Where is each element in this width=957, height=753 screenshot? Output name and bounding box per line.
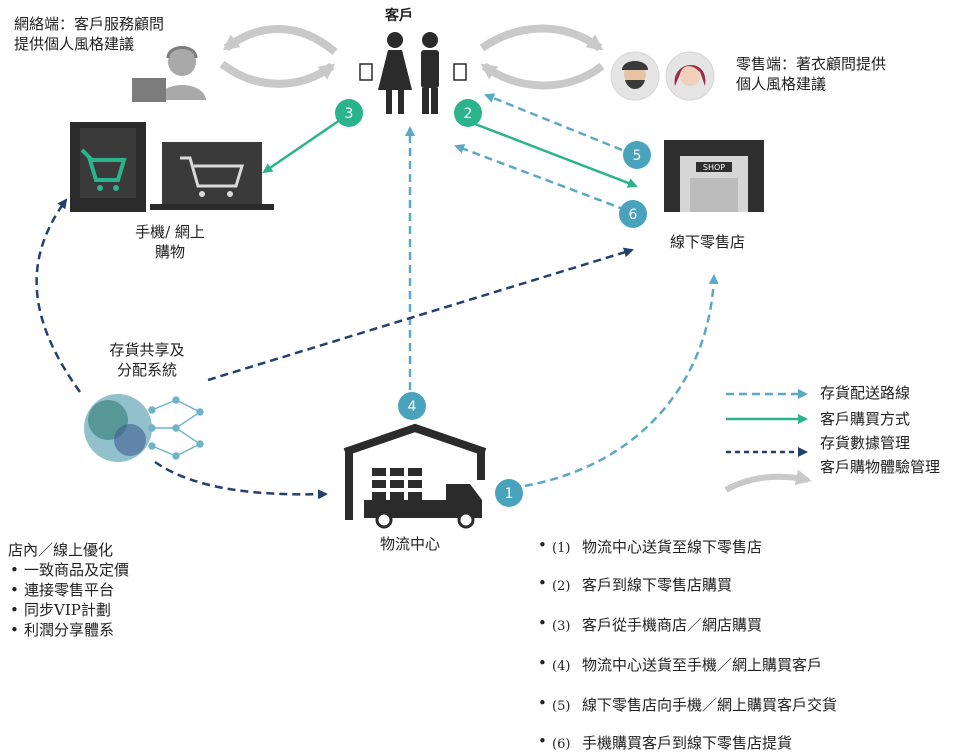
mobile-online-line1: 手機/ 網上: [135, 223, 205, 241]
shop-storefront-icon: [664, 140, 764, 212]
customer-people-icon: [359, 32, 467, 114]
shop-sign: SHOP: [703, 163, 725, 172]
badge-6-label: 6: [629, 207, 638, 223]
step-item: (1) 物流中心送貨至線下零售店: [536, 536, 762, 557]
inventory-system-line1: 存貨共享及: [109, 341, 185, 359]
online-advisor-label: 網絡端：客戶服務顧問 提供個人風格建議: [14, 14, 164, 54]
logistics-label: 物流中心: [380, 535, 441, 553]
retail-advisor-icon: [610, 51, 715, 101]
arrow-logistics-to-store: [511, 274, 719, 490]
optimization-item: 利潤分享體系: [8, 620, 129, 640]
customer-title: 客戶: [385, 8, 413, 24]
badge-6: 6: [619, 200, 647, 228]
badge-5-label: 5: [633, 148, 642, 164]
step-item: (5) 線下零售店向手機／網上購買客戶交貨: [536, 694, 837, 715]
offline-store-label: 線下零售店: [670, 233, 746, 251]
mobile-phone-icon: [70, 122, 146, 212]
optimization-block: 店內／線上優化 一致商品及定價 連接零售平台 同步VIP計劃 利潤分享體系: [8, 540, 129, 640]
arrow-store-to-customer-6: [454, 144, 627, 212]
step-text: 手機購買客戶到線下零售店提貨: [582, 734, 793, 752]
legend-item-data: 存貨數據管理: [820, 434, 911, 452]
badge-1-label: 1: [505, 486, 514, 502]
step-item: (3) 客戶從手機商店／網店購買: [536, 614, 762, 635]
arrow-system-to-store: [207, 247, 634, 382]
arrow-customer-to-store: [474, 122, 638, 188]
online-advisor-line1: 網絡端：客戶服務顧問: [14, 15, 165, 33]
step-number: (6): [552, 737, 571, 752]
legend-item-purchase: 客戶購買方式: [820, 410, 911, 428]
legend-item-delivery: 存貨配送路線: [820, 384, 911, 402]
mobile-online-label: 手機/ 網上 購物: [115, 222, 225, 262]
optimization-title: 店內／線上優化: [8, 541, 114, 559]
experience-curves-right: [479, 24, 605, 90]
step-text: 物流中心送貨至手機／網上購買客戶: [582, 656, 823, 674]
step-number: (3): [552, 619, 571, 634]
mobile-online-line2: 購物: [154, 243, 185, 261]
optimization-item: 連接零售平台: [8, 580, 129, 600]
step-number: (1): [552, 541, 571, 556]
optimization-item: 同步VIP計劃: [8, 600, 129, 620]
step-number: (5): [552, 699, 571, 714]
step-text: 線下零售店向手機／網上購買客戶交貨: [582, 696, 838, 714]
online-advisor-line2: 提供個人風格建議: [14, 35, 135, 53]
online-advisor-icon: [132, 46, 206, 102]
badge-5: 5: [623, 141, 651, 169]
badge-1: 1: [495, 479, 523, 507]
optimization-item: 一致商品及定價: [8, 560, 129, 580]
warehouse-truck-icon: [343, 423, 487, 529]
arrow-system-to-mobile: [35, 198, 82, 393]
inventory-network-icon: [84, 394, 204, 462]
badge-4: 4: [398, 392, 426, 420]
step-text: 客戶到線下零售店購買: [582, 576, 733, 594]
inventory-system-line2: 分配系統: [116, 361, 177, 379]
legend-swatches: [724, 389, 812, 493]
step-text: 客戶從手機商店／網店購買: [582, 616, 763, 634]
step-item: (2) 客戶到線下零售店購買: [536, 574, 732, 595]
steps-list: (1) 物流中心送貨至線下零售店 (2) 客戶到線下零售店購買 (3) 客戶從手機商店…: [536, 536, 936, 752]
badge-4-label: 4: [408, 399, 417, 415]
laptop-cart-icon: [150, 142, 274, 210]
arrow-system-to-logistics: [154, 460, 328, 500]
step-number: (4): [552, 659, 571, 674]
badge-3-label: 3: [345, 106, 354, 122]
inventory-system-label: 存貨共享及 分配系統: [92, 340, 202, 380]
badge-2-label: 2: [464, 106, 473, 122]
legend-item-experience: 客戶購物體驗管理: [820, 458, 941, 476]
retail-advisor-line2: 個人風格建議: [736, 75, 827, 93]
step-text: 物流中心送貨至線下零售店: [582, 538, 763, 556]
step-item: (4) 物流中心送貨至手機／網上購買客戶: [536, 654, 822, 675]
step-item: (6) 手機購買客戶到線下零售店提貨: [536, 732, 792, 753]
retail-advisor-label: 零售端：著衣顧問提供 個人風格建議: [736, 54, 886, 94]
retail-advisor-line1: 零售端：著衣顧問提供: [736, 55, 887, 73]
arrow-customer-to-online: [262, 118, 341, 174]
arrow-store-to-customer-5: [484, 93, 623, 152]
badge-3: 3: [335, 99, 363, 127]
optimization-list: 一致商品及定價 連接零售平台 同步VIP計劃 利潤分享體系: [8, 560, 129, 640]
badge-2: 2: [454, 99, 482, 127]
experience-curves-left: [219, 25, 338, 88]
step-number: (2): [552, 579, 571, 594]
